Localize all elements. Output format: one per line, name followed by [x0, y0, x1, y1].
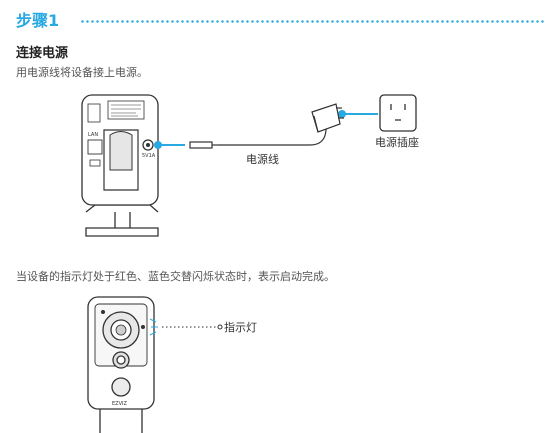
step-header: 步骤1 [16, 10, 546, 34]
cable-label: 电源线 [246, 152, 279, 166]
dotted-divider [80, 20, 546, 23]
camera-front-illustration [87, 296, 155, 433]
brand-mark: EZVIZ [112, 401, 127, 407]
status-note: 当设备的指示灯处于红色、蓝色交替闪烁状态时，表示启动完成。 [16, 270, 335, 283]
section-title: 连接电源 [16, 46, 69, 61]
power-adapter-illustration [311, 103, 344, 133]
wall-outlet-illustration [379, 94, 417, 132]
step-title: 步骤1 [16, 10, 64, 32]
outlet-label: 电源插座 [375, 135, 419, 149]
power-cable [189, 119, 329, 149]
indicator-light [141, 318, 223, 336]
port-label: 5V1A [142, 153, 156, 159]
section-description: 用电源线将设备接上电源。 [16, 66, 148, 79]
lan-port-label: LAN [88, 132, 98, 138]
camera-back-illustration [81, 94, 159, 237]
indicator-label: 指示灯 [224, 320, 257, 334]
connector-highlights [154, 110, 378, 149]
